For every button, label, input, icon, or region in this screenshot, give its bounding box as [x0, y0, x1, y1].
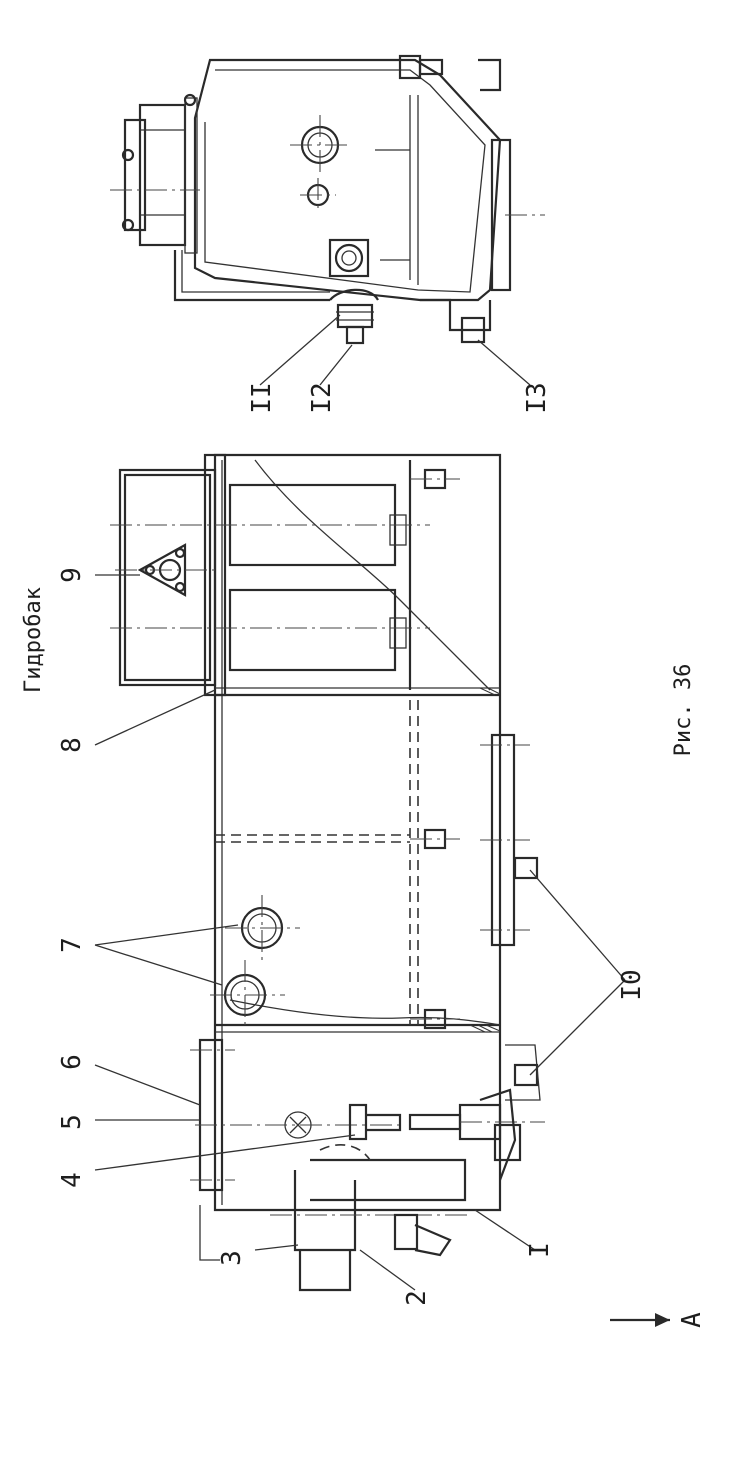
main-view-leaders — [94, 574, 626, 1291]
callout-9: 9 — [57, 567, 87, 583]
callout-4: 4 — [57, 1172, 87, 1188]
figure-caption: Рис. 36 — [671, 664, 696, 757]
end-view-outline — [193, 58, 502, 302]
callout-2: 2 — [402, 1290, 432, 1306]
end-view-leaders — [259, 314, 531, 386]
callout-8: 8 — [57, 737, 87, 753]
filter-assembly — [118, 468, 217, 687]
end-view — [110, 54, 545, 345]
tank-outline — [213, 453, 502, 1212]
filter-element-lower — [228, 588, 397, 672]
callout-7: 7 — [57, 937, 87, 953]
callout-1: I — [525, 1242, 555, 1258]
callout-10: I0 — [617, 969, 647, 1000]
suction-pipe — [310, 1158, 467, 1202]
main-view — [110, 453, 545, 1292]
top-cover-plate — [198, 1038, 224, 1192]
end-view-filter-housing — [138, 103, 187, 247]
callout-13: I3 — [522, 382, 552, 413]
drawing-title: Гидробак — [21, 587, 46, 693]
callout-6: 6 — [57, 1054, 87, 1070]
callout-12: I2 — [307, 382, 337, 413]
callout-5: 5 — [57, 1114, 87, 1130]
callout-3: 3 — [217, 1250, 247, 1266]
callout-11: II — [247, 382, 277, 413]
end-view-valve-block — [328, 238, 370, 278]
arrow-label: А — [677, 1312, 707, 1328]
